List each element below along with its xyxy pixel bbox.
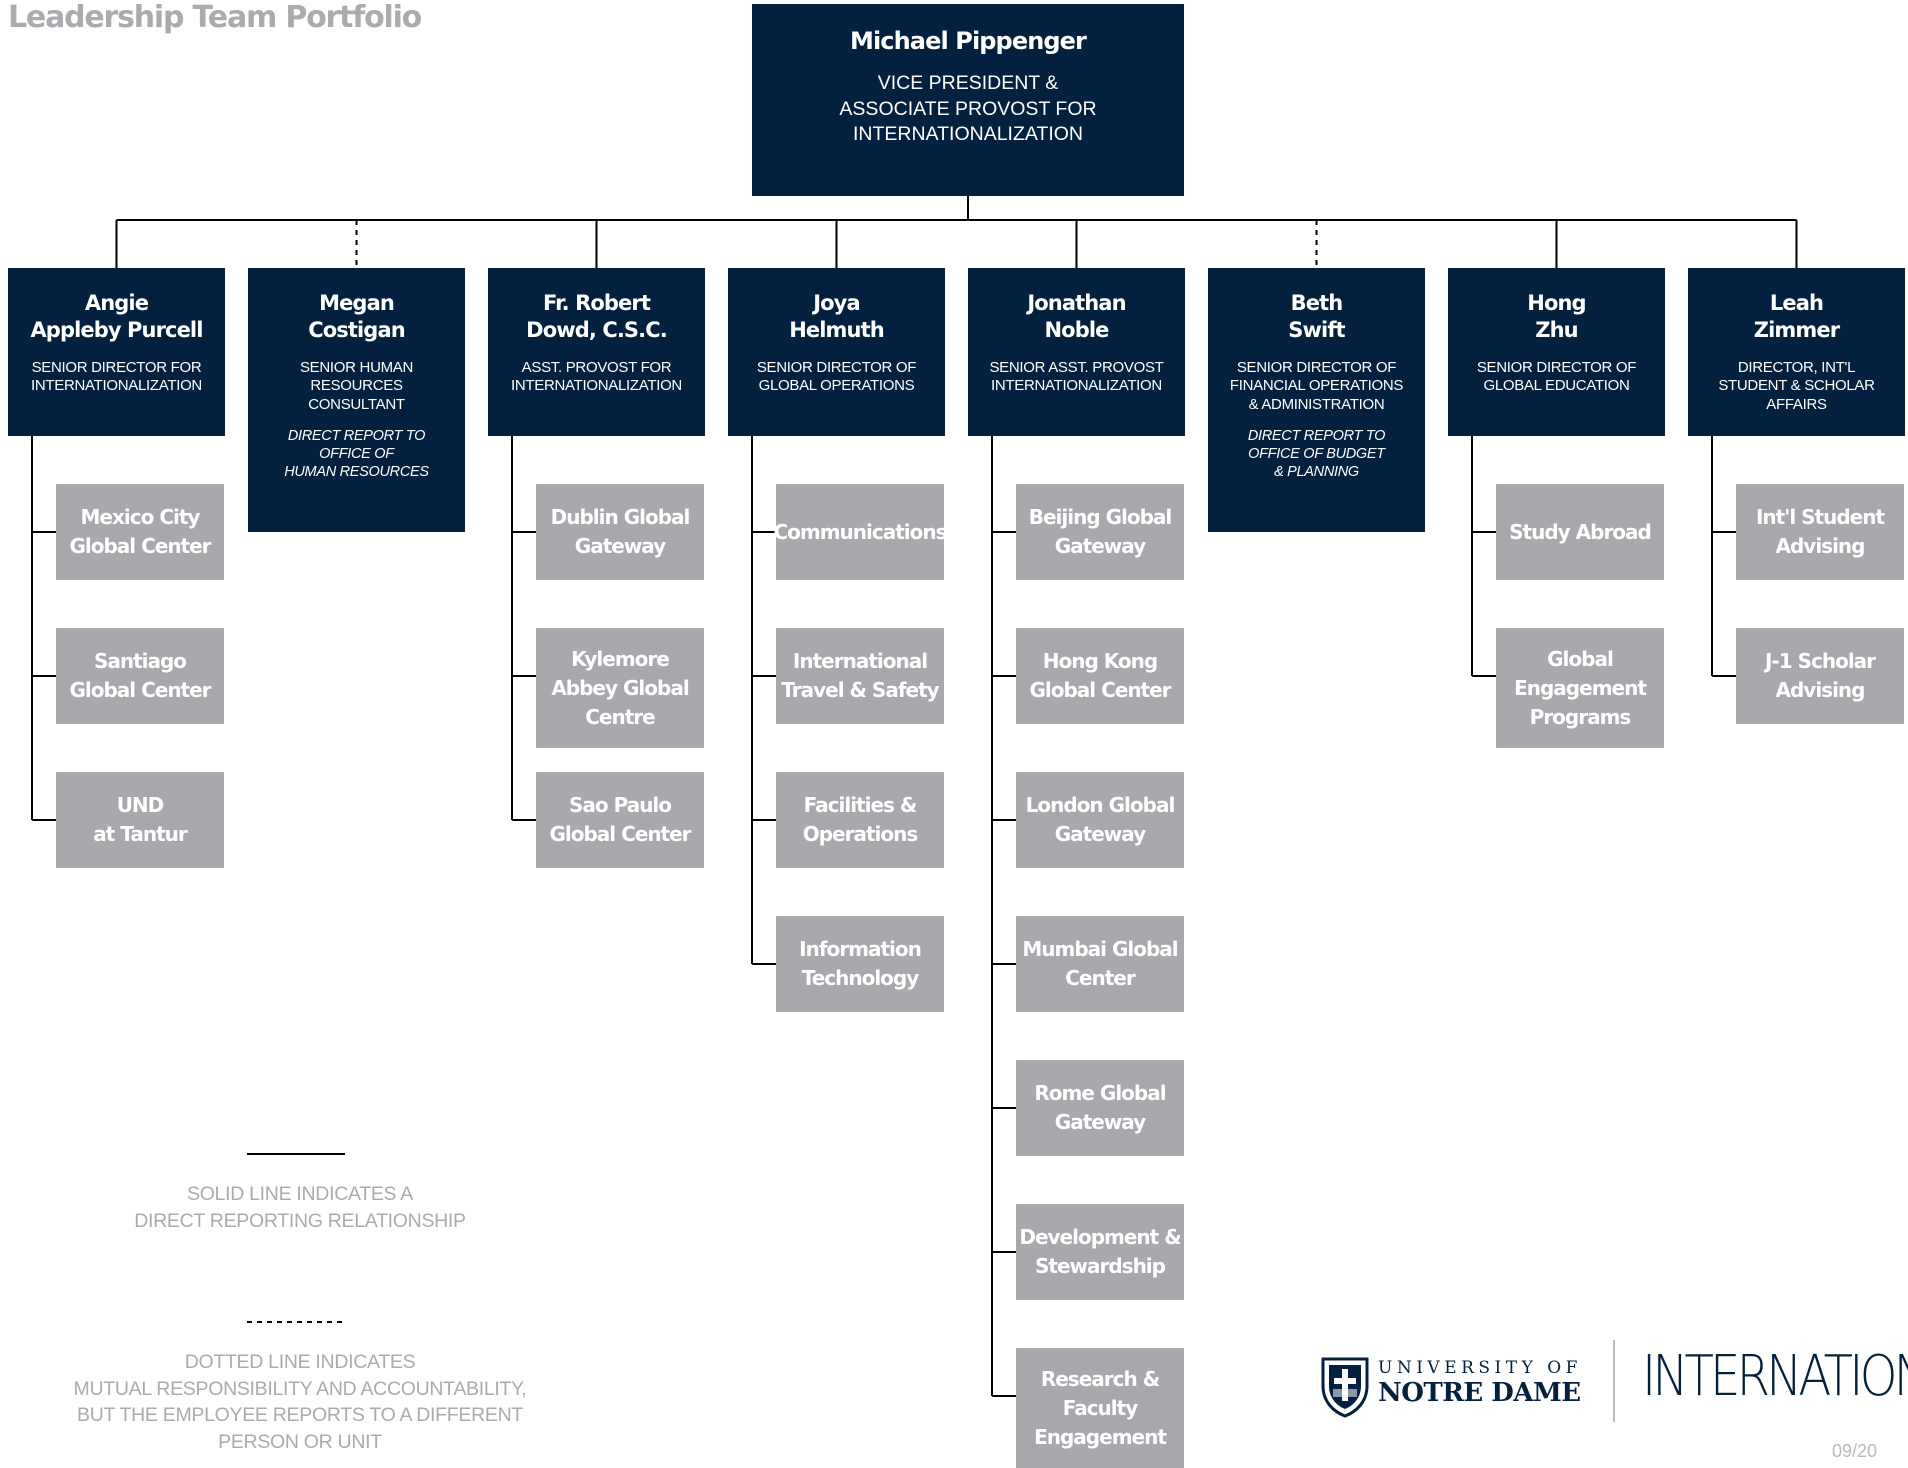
report-name: Beth Swift xyxy=(1288,291,1345,343)
unit-box: International Travel & Safety xyxy=(776,628,944,724)
unit-box: Hong Kong Global Center xyxy=(1016,628,1184,724)
report-role: SENIOR HUMAN RESOURCES CONSULTANT xyxy=(299,358,414,414)
legend-dotted-text: DOTTED LINE INDICATES MUTUAL RESPONSIBIL… xyxy=(73,1351,527,1454)
report-role: SENIOR DIRECTOR OF GLOBAL OPERATIONS xyxy=(756,358,917,395)
unit-box: Mexico City Global Center xyxy=(56,484,224,580)
unit-box: UND at Tantur xyxy=(56,772,224,868)
unit-box: Rome Global Gateway xyxy=(1016,1060,1184,1156)
head-role: VICE PRESIDENT & ASSOCIATE PROVOST FOR I… xyxy=(839,72,1097,145)
legend-solid-text: SOLID LINE INDICATES A DIRECT REPORTING … xyxy=(134,1183,466,1232)
report-note: DIRECT REPORT TO OFFICE OF HUMAN RESOURC… xyxy=(284,427,429,481)
logo-university-of: UNIVERSITY OF xyxy=(1378,1358,1582,1378)
unit-box: Kylemore Abbey Global Centre xyxy=(536,628,704,748)
report-name: Hong Zhu xyxy=(1527,291,1586,343)
unit-box: Information Technology xyxy=(776,916,944,1012)
report-name: Fr. Robert Dowd, C.S.C. xyxy=(526,291,668,343)
head-box: Michael Pippenger VICE PRESIDENT & ASSOC… xyxy=(752,4,1184,196)
logo-notre-dame: NOTRE DAME xyxy=(1378,1378,1581,1408)
notre-dame-logo: UNIVERSITY OF NOTRE DAME INTERNATIONAL xyxy=(1320,1338,1908,1428)
unit-box: Santiago Global Center xyxy=(56,628,224,724)
legend-dotted-line xyxy=(247,1321,345,1323)
unit-box: Sao Paulo Global Center xyxy=(536,772,704,868)
unit-box: J-1 Scholar Advising xyxy=(1736,628,1904,724)
unit-box: Global Engagement Programs xyxy=(1496,628,1664,748)
page-title: Leadership Team Portfolio xyxy=(8,0,422,35)
report-name: Leah Zimmer xyxy=(1753,291,1840,343)
logo-international-wordmark: INTERNATIONAL xyxy=(1642,1344,1908,1409)
head-name: Michael Pippenger xyxy=(849,27,1087,55)
report-name: Megan Costigan xyxy=(308,291,405,343)
report-role: SENIOR DIRECTOR FOR INTERNATIONALIZATION xyxy=(31,358,202,395)
report-name: Angie Appleby Purcell xyxy=(30,291,203,343)
notre-dame-shield-icon xyxy=(1321,1357,1369,1418)
unit-box: Communications xyxy=(773,484,948,580)
report-role: ASST. PROVOST FOR INTERNATIONALIZATION xyxy=(511,358,682,395)
report-role: SENIOR DIRECTOR OF GLOBAL EDUCATION xyxy=(1476,358,1637,395)
logo-divider xyxy=(1613,1340,1615,1422)
unit-box: Int'l Student Advising xyxy=(1736,484,1904,580)
unit-box: Facilities & Operations xyxy=(776,772,944,868)
report-role: SENIOR ASST. PROVOST INTERNATIONALIZATIO… xyxy=(989,358,1164,395)
unit-box: Study Abroad xyxy=(1496,484,1664,580)
report-name: Jonathan Noble xyxy=(1027,291,1126,343)
report-role: DIRECTOR, INT'L STUDENT & SCHOLAR AFFAIR… xyxy=(1718,358,1875,414)
unit-box: Mumbai Global Center xyxy=(1016,916,1184,1012)
report-name: Joya Helmuth xyxy=(789,291,884,343)
unit-box: Research & Faculty Engagement xyxy=(1016,1348,1184,1468)
unit-box: Development & Stewardship xyxy=(1016,1204,1184,1300)
unit-box: London Global Gateway xyxy=(1016,772,1184,868)
report-role: SENIOR DIRECTOR OF FINANCIAL OPERATIONS … xyxy=(1229,358,1404,414)
report-box: Fr. Robert Dowd, C.S.C. ASST. PROVOST FOR… xyxy=(488,268,705,436)
report-note: DIRECT REPORT TO OFFICE OF BUDGET & PLAN… xyxy=(1247,427,1386,481)
unit-box: Dublin Global Gateway xyxy=(536,484,704,580)
page-number: 09/20 xyxy=(1832,1441,1878,1461)
unit-box: Beijing Global Gateway xyxy=(1016,484,1184,580)
legend-solid-line xyxy=(247,1153,345,1155)
